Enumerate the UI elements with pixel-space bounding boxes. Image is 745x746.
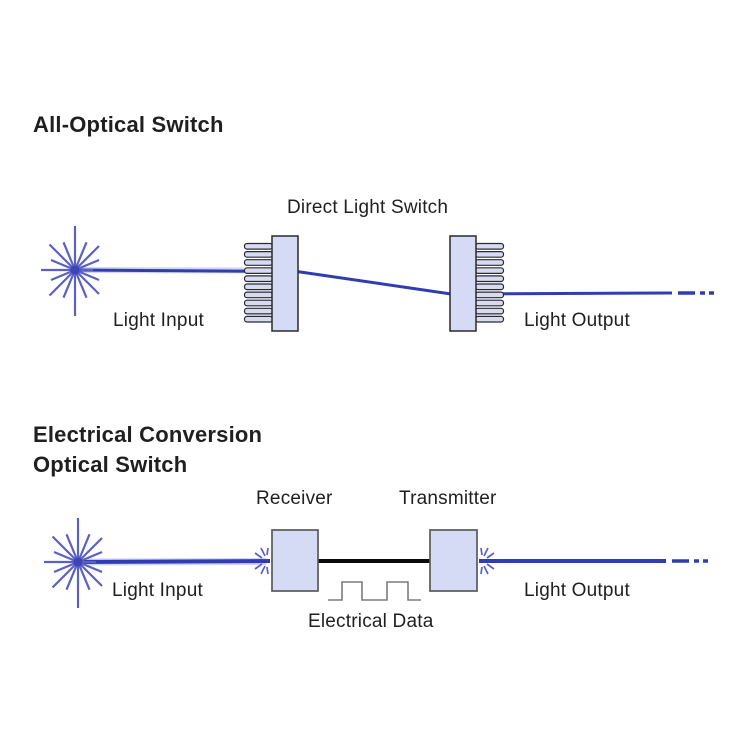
diagram2-light-output-label: Light Output (524, 580, 630, 601)
diagram1-title: All-Optical Switch (33, 112, 224, 137)
all-optical-switch-figure (39, 224, 715, 332)
direct-light-switch-label: Direct Light Switch (287, 197, 449, 218)
comb-grating-icon-right (449, 235, 505, 332)
diagram1-light-input-label: Light Input (113, 310, 204, 331)
electrical-conversion-switch-figure (42, 516, 710, 610)
starburst-icon (39, 224, 101, 318)
transmitter-label: Transmitter (399, 488, 497, 509)
square-wave-icon (328, 581, 421, 601)
diagram2-title-line2: Optical Switch (33, 452, 188, 477)
diagram2-title: Electrical Conversion Optical Switch (33, 420, 262, 480)
receiver-box (271, 529, 319, 592)
starburst-icon (42, 516, 104, 610)
input-light-beam-line (77, 559, 271, 564)
diagram1-light-output-label: Light Output (524, 310, 630, 331)
diagram2-light-input-label: Light Input (112, 580, 203, 601)
light-beam-line (74, 268, 673, 296)
diagram2-title-line1: Electrical Conversion (33, 422, 263, 447)
transmitter-box (429, 529, 478, 592)
comb-grating-icon-left (243, 235, 299, 332)
receiver-label: Receiver (256, 488, 333, 509)
electrical-data-label: Electrical Data (308, 611, 434, 632)
